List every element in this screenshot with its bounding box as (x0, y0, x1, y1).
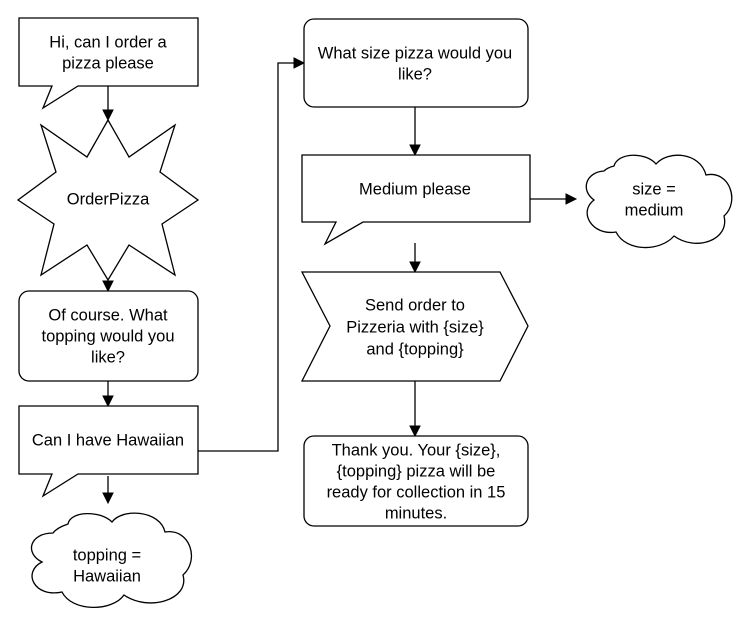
node-order-pizza: OrderPizza (16, 118, 200, 282)
thank-you-line-4: minutes. (385, 504, 447, 522)
node-thank-you: Thank you. Your {size}, {topping} pizza … (303, 435, 529, 527)
greeting-line-2: pizza please (62, 54, 154, 72)
send-order-line-3: and {topping} (366, 340, 464, 358)
connector-ask-topping-to-reply (102, 381, 114, 408)
connector-send-order-to-thank-you (409, 381, 421, 438)
topping-reply-label: Can I have Hawaiian (32, 431, 184, 449)
thank-you-line-3: ready for collection in 15 (327, 483, 506, 501)
node-greeting: Hi, can I order a pizza please (18, 17, 199, 110)
size-reply-label: Medium please (359, 180, 471, 198)
thank-you-line-1: Thank you. Your {size}, (332, 441, 501, 459)
ask-topping-line-1: Of course. What (48, 306, 168, 324)
greeting-line-1: Hi, can I order a (49, 33, 167, 51)
connector-greeting-to-orderpizza (102, 86, 114, 122)
order-pizza-label: OrderPizza (67, 190, 150, 208)
connector-reply-to-ask-size (198, 57, 306, 452)
topping-var-line-2: Hawaiian (73, 567, 141, 585)
size-var-line-2: medium (625, 201, 684, 219)
topping-var-line-1: topping = (73, 546, 141, 564)
node-ask-topping: Of course. What topping would you like? (18, 290, 199, 382)
node-size-var: size = medium (585, 154, 733, 249)
connector-reply-to-topping-var (102, 476, 114, 505)
connector-ask-size-to-size-reply (409, 107, 421, 157)
send-order-line-1: Send order to (365, 296, 465, 314)
ask-topping-line-3: like? (91, 348, 125, 366)
send-order-line-2: Pizzeria with {size} (346, 318, 484, 336)
node-size-reply: Medium please (301, 154, 531, 246)
connector-size-reply-to-send-order (409, 243, 421, 274)
node-topping-reply: Can I have Hawaiian (18, 405, 199, 498)
ask-size-line-2: like? (398, 65, 432, 83)
node-ask-size: What size pizza would you like? (303, 18, 529, 108)
node-send-order: Send order to Pizzeria with {size} and {… (300, 271, 529, 382)
ask-topping-line-2: topping would you (41, 327, 174, 345)
size-var-line-1: size = (632, 180, 676, 198)
connector-size-reply-to-size-var (530, 193, 578, 205)
node-topping-var: topping = Hawaiian (30, 512, 192, 609)
thank-you-line-2: {topping} pizza will be (337, 462, 496, 480)
ask-size-line-1: What size pizza would you (318, 44, 512, 62)
